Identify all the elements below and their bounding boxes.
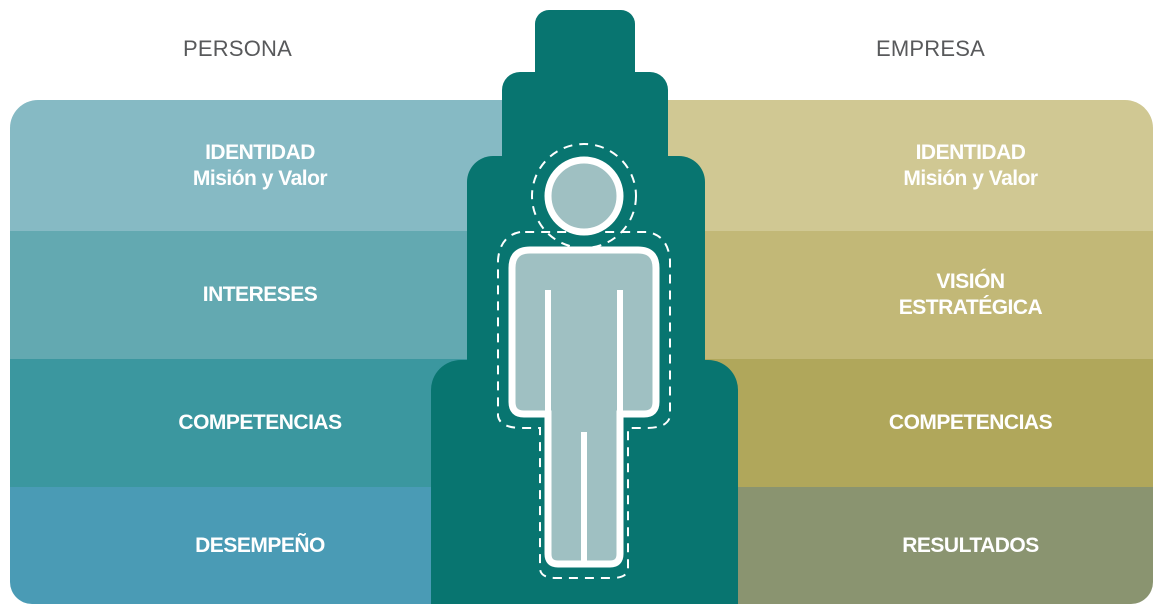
empresa-band-identidad: IDENTIDAD Misión y Valor: [640, 100, 1153, 231]
persona-band-desempeno: DESEMPEÑO: [10, 487, 510, 604]
persona-band-title: INTERESES: [202, 283, 318, 307]
person-figure-icon: [497, 143, 671, 579]
empresa-band-title: VISIÓN: [936, 270, 1005, 294]
empresa-band-title: IDENTIDAD: [915, 140, 1026, 164]
tower-tier-1: [535, 10, 635, 90]
empresa-heading: EMPRESA: [876, 36, 985, 61]
head-shape: [544, 156, 624, 236]
persona-heading: PERSONA: [183, 36, 292, 61]
persona-band-title: DESEMPEÑO: [195, 533, 325, 557]
body-dashed-outline: [497, 231, 671, 579]
empresa-band-title: COMPETENCIAS: [888, 411, 1053, 435]
persona-band-identidad: IDENTIDAD Misión y Valor: [10, 100, 510, 231]
empresa-band-title: RESULTADOS: [902, 533, 1039, 557]
tower-tier-2: [502, 72, 668, 182]
persona-band-title: COMPETENCIAS: [178, 411, 342, 435]
persona-band-intereses: INTERESES: [10, 231, 510, 359]
persona-band-title: IDENTIDAD: [205, 140, 315, 164]
empresa-band-vision: VISIÓN ESTRATÉGICA: [640, 231, 1153, 359]
persona-band-subtitle: Misión y Valor: [192, 166, 328, 190]
empresa-column: IDENTIDAD Misión y Valor VISIÓN ESTRATÉG…: [640, 100, 1153, 604]
persona-column: IDENTIDAD Misión y Valor INTERESES COMPE…: [10, 100, 510, 604]
empresa-band-subtitle: ESTRATÉGICA: [898, 296, 1043, 319]
empresa-band-subtitle: Misión y Valor: [903, 166, 1038, 190]
persona-band-competencias: COMPETENCIAS: [10, 359, 510, 487]
